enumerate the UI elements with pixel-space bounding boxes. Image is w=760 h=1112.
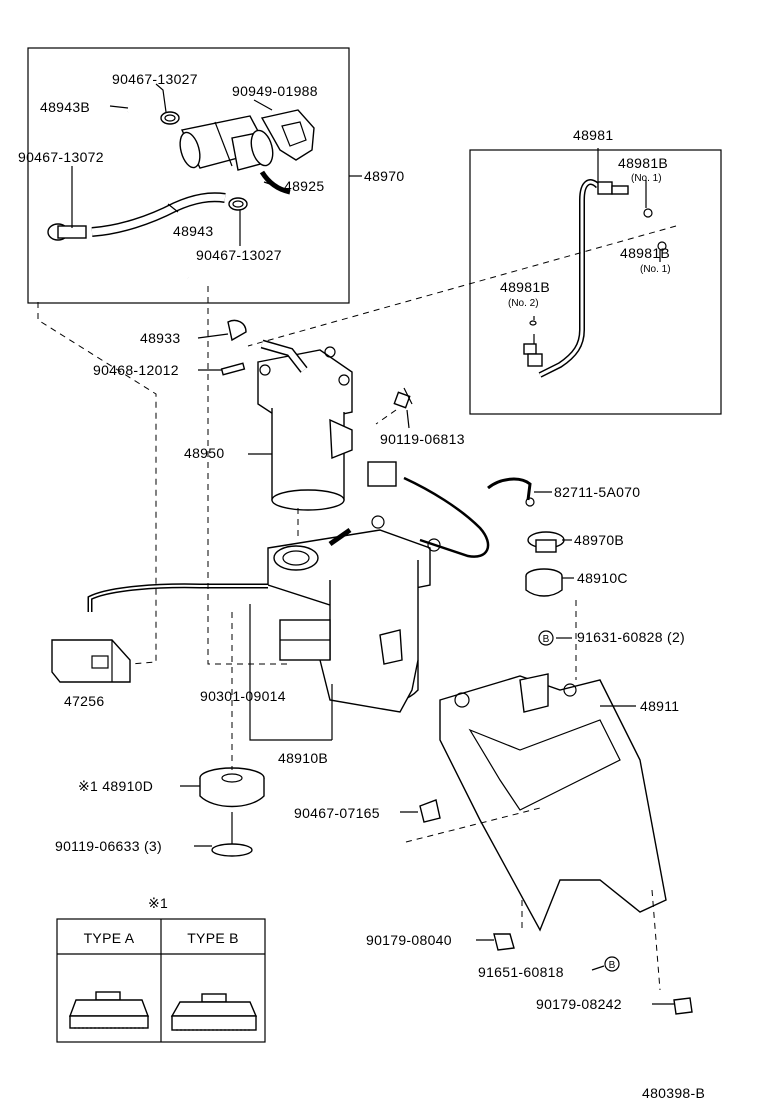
insulator-48910C — [525, 568, 563, 597]
type-table: ※1 TYPE A TYPE B — [56, 895, 266, 1043]
label-48950: 48950 — [184, 445, 224, 461]
label-48943B: 48943B — [40, 99, 90, 115]
leader-lines — [71, 83, 674, 1005]
label-90467-07165: 90467-07165 — [294, 805, 380, 821]
label-48911: 48911 — [640, 698, 679, 714]
filter-48925 — [179, 115, 291, 195]
insulator-48970B — [527, 531, 565, 553]
hose-48943B — [120, 110, 192, 299]
label-90467-13027-a: 90467-13027 — [112, 71, 198, 87]
label-48933: 48933 — [140, 330, 180, 346]
clamp-90467-13027-b — [228, 197, 248, 211]
wire-harness — [87, 461, 490, 612]
clamp-90467-13072 — [47, 223, 87, 241]
type-a-mount — [68, 991, 150, 1029]
label-48981B-2: 48981B — [620, 245, 670, 261]
label-90467-13027-b: 90467-13027 — [196, 247, 282, 263]
bolt-90119-06813 — [375, 387, 413, 425]
label-90179-08242: 90179-08242 — [536, 996, 622, 1012]
hose-48943 — [91, 192, 226, 237]
b-marker-1-label: B — [543, 634, 550, 645]
label-90301-09014: 90301-09014 — [200, 688, 286, 704]
label-91651-60818: 91651-60818 — [478, 964, 564, 980]
label-48981B-1-note: (No. 1) — [631, 173, 662, 184]
pin-90468-12012 — [220, 362, 246, 376]
b-marker-2-label: B — [609, 960, 616, 971]
type-b-mount — [170, 993, 258, 1031]
label-90468-12012: 90468-12012 — [93, 362, 179, 378]
assembly-48981-frame — [469, 149, 722, 415]
compressor-48910B — [267, 515, 441, 713]
label-48981B-3-note: (No. 2) — [508, 298, 539, 309]
label-48943: 48943 — [173, 223, 213, 239]
nut-90467-07165 — [419, 799, 441, 823]
b-marker-1: B — [538, 630, 554, 646]
routing-lines — [37, 286, 661, 991]
part-labels: 90467-13027 90949-01988 48943B 90467-130… — [18, 71, 685, 1012]
label-48970: 48970 — [364, 168, 404, 184]
label-48910C: 48910C — [577, 570, 628, 586]
bracket-90949-01988 — [260, 109, 315, 161]
type-b-header: TYPE B — [187, 930, 239, 946]
mount-48910D — [199, 767, 265, 808]
label-90949-01988: 90949-01988 — [232, 83, 318, 99]
diagram-id: 480398-B — [642, 1085, 705, 1101]
bolt-90119-06633 — [211, 812, 253, 857]
label-48910B: 48910B — [278, 750, 328, 766]
connector-82711-5A070 — [487, 477, 535, 507]
label-48981: 48981 — [573, 127, 613, 143]
nut-90179-08242 — [673, 997, 693, 1015]
label-48925: 48925 — [284, 178, 324, 194]
label-47256: 47256 — [64, 693, 104, 709]
label-91631-60828: 91631-60828 (2) — [577, 629, 685, 645]
bracket-48911 — [439, 673, 667, 932]
b-marker-2: B — [604, 956, 620, 972]
label-48981B-2-note: (No. 1) — [640, 264, 671, 275]
label-90467-13072: 90467-13072 — [18, 149, 104, 165]
nut-90179-08040 — [493, 933, 515, 951]
clamp-90467-13027-a — [160, 111, 180, 125]
pump-motor-48950 — [257, 339, 353, 511]
bracket-line-48910B — [249, 604, 332, 741]
label-90119-06813: 90119-06813 — [380, 431, 465, 447]
label-90179-08040: 90179-08040 — [366, 932, 452, 948]
label-48910D: ※1 48910D — [78, 778, 153, 794]
label-48981B-3: 48981B — [500, 279, 550, 295]
label-82711-5A070: 82711-5A070 — [554, 484, 640, 500]
type-table-marker: ※1 — [148, 895, 168, 911]
fitting-48933 — [227, 319, 247, 342]
label-48970B: 48970B — [574, 532, 624, 548]
relay-47256 — [51, 639, 131, 683]
routing-line-48981 — [247, 225, 677, 347]
label-48981B-1: 48981B — [618, 155, 668, 171]
type-a-header: TYPE A — [84, 930, 135, 946]
label-90119-06633: 90119-06633 (3) — [55, 838, 162, 854]
pipe-48981 — [523, 179, 667, 378]
